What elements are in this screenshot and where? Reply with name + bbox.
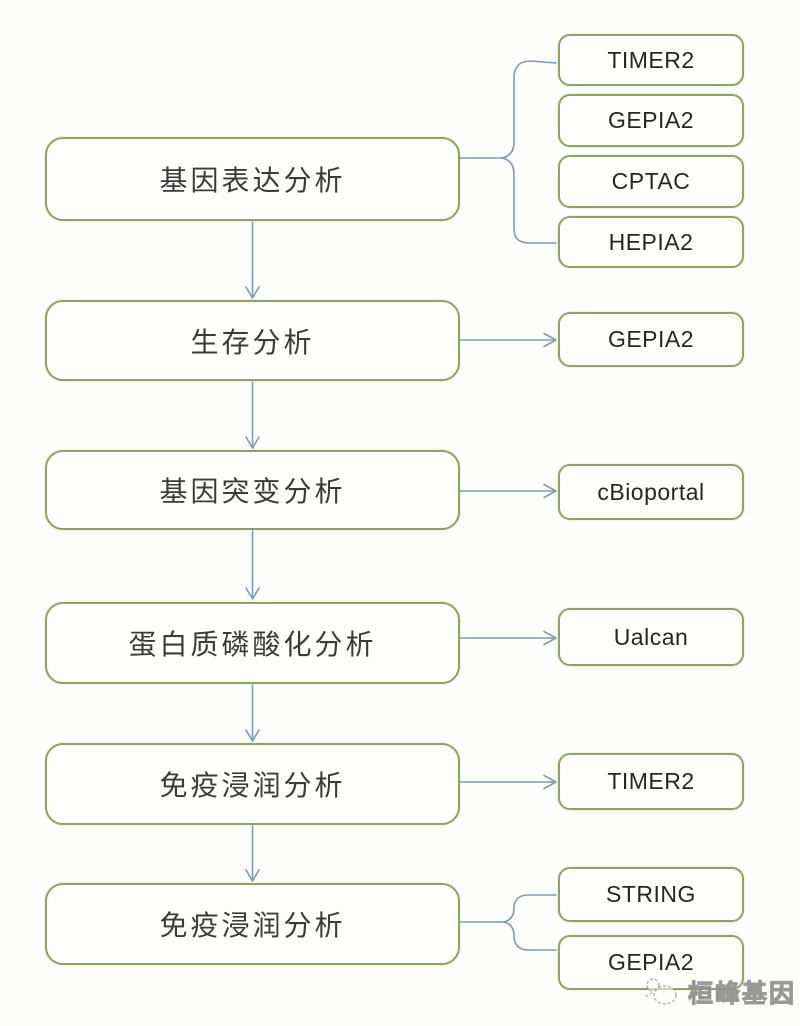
tool-box-cptac: CPTAC [558, 155, 744, 208]
watermark: 桓峰基因 [643, 974, 796, 1010]
step-box-survival: 生存分析 [45, 300, 460, 381]
arrow-step5-tool [459, 774, 557, 790]
arrow-step2-step3 [245, 381, 260, 449]
arrow-step3-tool [459, 483, 557, 499]
step-label: 蛋白质磷酸化分析 [128, 628, 377, 661]
arrow-step4-tool [459, 630, 557, 646]
arrow-step1-step2 [245, 221, 260, 299]
bracket-step1-tools [459, 60, 557, 244]
tool-box-hepia2: HEPIA2 [558, 216, 744, 268]
tool-box-gepia2-2: GEPIA2 [558, 312, 744, 367]
step-label: 基因突变分析 [159, 475, 346, 508]
tool-label: cBioportal [597, 478, 705, 505]
step-label: 生存分析 [190, 325, 315, 359]
step-box-phosphorylation: 蛋白质磷酸化分析 [45, 602, 460, 684]
tool-box-timer2-2: TIMER2 [558, 753, 744, 810]
step-box-gene-expression: 基因表达分析 [45, 137, 460, 221]
tool-label: TIMER2 [607, 46, 695, 73]
step-box-gene-mutation: 基因突变分析 [45, 450, 460, 530]
arrow-step2-tool [459, 332, 557, 348]
tool-box-string: STRING [558, 867, 744, 922]
tool-label: Ualcan [613, 623, 689, 650]
tool-label: GEPIA2 [607, 949, 695, 975]
step-label: 免疫浸润分析 [159, 909, 346, 942]
tool-box-timer2-1: TIMER2 [558, 34, 744, 86]
tool-label: CPTAC [611, 168, 691, 194]
tool-box-ualcan: Ualcan [558, 608, 744, 666]
step-label: 基因表达分析 [159, 164, 346, 197]
step-box-immune-infiltration-2: 免疫浸润分析 [45, 883, 460, 965]
tool-box-cbioportal: cBioportal [558, 464, 744, 520]
arrow-step3-step4 [245, 530, 260, 600]
tool-label: GEPIA2 [607, 326, 695, 352]
step-box-immune-infiltration: 免疫浸润分析 [45, 743, 460, 825]
bracket-step6-tools [459, 894, 557, 951]
tool-label: HEPIA2 [608, 228, 694, 255]
tool-label: TIMER2 [607, 768, 695, 794]
tool-box-gepia2-1: GEPIA2 [558, 94, 744, 147]
arrow-step5-step6 [245, 825, 260, 882]
tool-label: GEPIA2 [607, 107, 695, 133]
step-label: 免疫浸润分析 [159, 769, 346, 802]
doodle-logo-icon [645, 978, 677, 1005]
watermark-text: 桓峰基因 [687, 979, 797, 1009]
arrow-step4-step5 [245, 684, 260, 742]
tool-label: STRING [606, 881, 696, 907]
tool-box-gepia2-3: GEPIA2 [558, 935, 744, 990]
